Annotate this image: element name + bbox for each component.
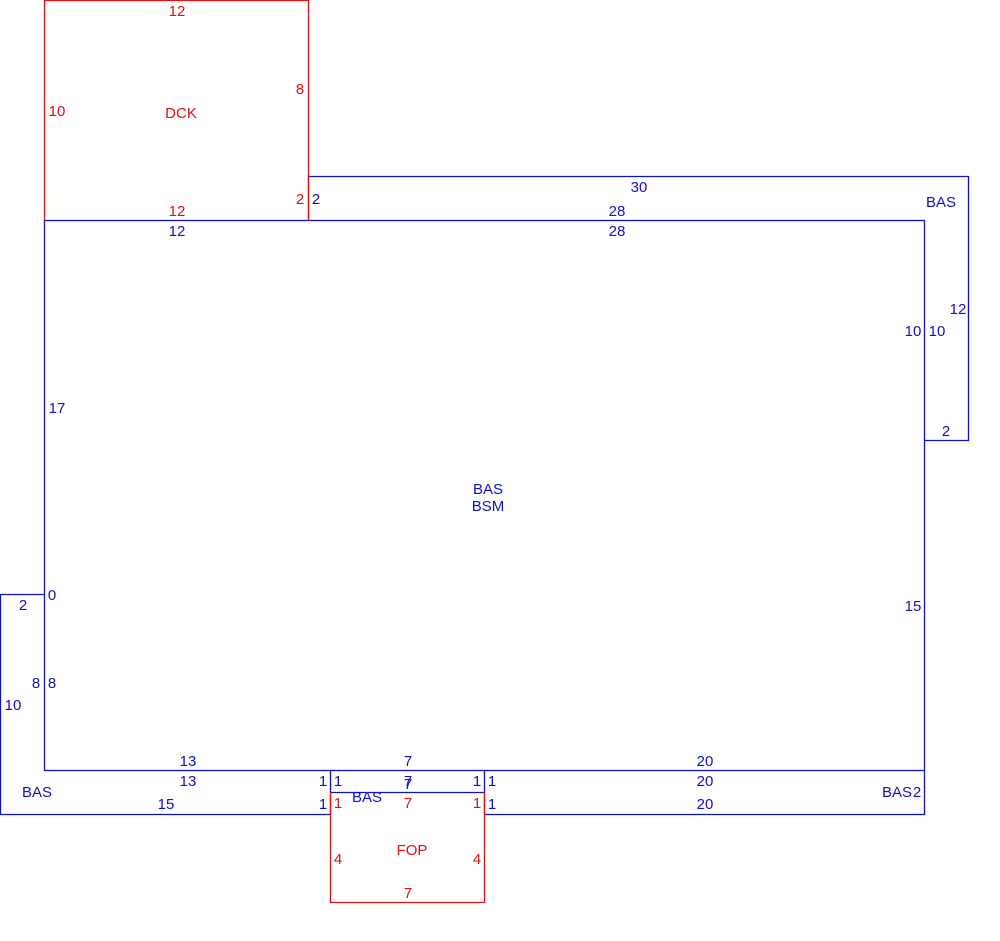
bas-top-top-dimension: 30: [631, 179, 648, 196]
fop-outline: [329, 792, 486, 904]
bas-right-area-label: BAS: [882, 784, 912, 801]
fop-bottom-dimension: 7: [404, 885, 412, 902]
dck-left-dimension: 10: [49, 103, 66, 120]
bas-mid-left-bottom-dimension: 1: [334, 773, 342, 790]
dck-step-dimension: 2: [296, 191, 304, 208]
bas-top-area-label: BAS: [926, 194, 956, 211]
main-right-lower-dimension: 15: [905, 598, 922, 615]
bas-left-bottom-dimension: 15: [158, 796, 175, 813]
bas-mid-bottom-dimension: 7: [404, 776, 412, 793]
fop-top-dimension: 7: [404, 795, 412, 812]
fop-left-dimension: 4: [334, 851, 342, 868]
bas-left-top-edge-dimension: 13: [180, 773, 197, 790]
bas-top-right-dimension: 12: [950, 301, 967, 318]
dck-top-dimension: 12: [169, 3, 186, 20]
dck-right-dimension: 8: [296, 81, 304, 98]
main-top-right-dimension: 28: [609, 223, 626, 240]
dck-area-label: DCK: [165, 105, 197, 122]
main-top-left-dimension: 12: [169, 223, 186, 240]
fop-area-label: FOP: [397, 842, 428, 859]
bas-left-outer-dimension: 10: [5, 697, 22, 714]
main-right-upper-dimension: 10: [905, 323, 922, 340]
main-area-label-bsm: BSM: [472, 498, 505, 515]
bas-left-outline: [0, 593, 332, 816]
bas-left-area-label: BAS: [22, 784, 52, 801]
bas-right-top-dimension: 20: [697, 773, 714, 790]
main-left-jog-dimension: 0: [48, 587, 56, 604]
bas-top-outline: [307, 175, 970, 442]
main-bottom-right-dimension: 20: [697, 753, 714, 770]
bas-top-left-dimension: 2: [312, 191, 320, 208]
main-left-dimension: 17: [49, 400, 66, 417]
bas-mid-right-bottom-dimension: 1: [488, 773, 496, 790]
fop-right-dimension: 4: [473, 851, 481, 868]
bas-left-inner-dimension: 8: [32, 675, 40, 692]
bas-mid-top-dimension: 7: [404, 773, 412, 790]
dck-outline: [43, 0, 310, 221]
bas-right-right-dimension: 2: [913, 784, 921, 801]
main-area-label-bas: BAS: [473, 481, 503, 498]
bas-mid-right-top-dimension: 1: [473, 773, 481, 790]
bas-top-inner-dimension: 10: [929, 323, 946, 340]
bas-right-left-bottom-dimension: 1: [488, 796, 496, 813]
dck-bottom-dimension: 12: [169, 203, 186, 220]
bas-right-bottom-dimension: 20: [697, 796, 714, 813]
main-bottom-left-dimension: 13: [180, 753, 197, 770]
bas-top-bottom-dimension: 28: [609, 203, 626, 220]
bas-top-base-dimension: 2: [942, 423, 950, 440]
fop-top-left-dimension: 1: [334, 795, 342, 812]
main-bottom-mid-dimension: 7: [404, 753, 412, 770]
bas-mid-left-top-dimension: 1: [319, 773, 327, 790]
fop-top-right-dimension: 1: [473, 795, 481, 812]
bas-left-end-dimension: 1: [319, 796, 327, 813]
bas-left-top-dimension: 2: [19, 597, 27, 614]
main-left-lower-dimension: 8: [48, 675, 56, 692]
bas-mid-area-label: BAS: [352, 789, 382, 806]
